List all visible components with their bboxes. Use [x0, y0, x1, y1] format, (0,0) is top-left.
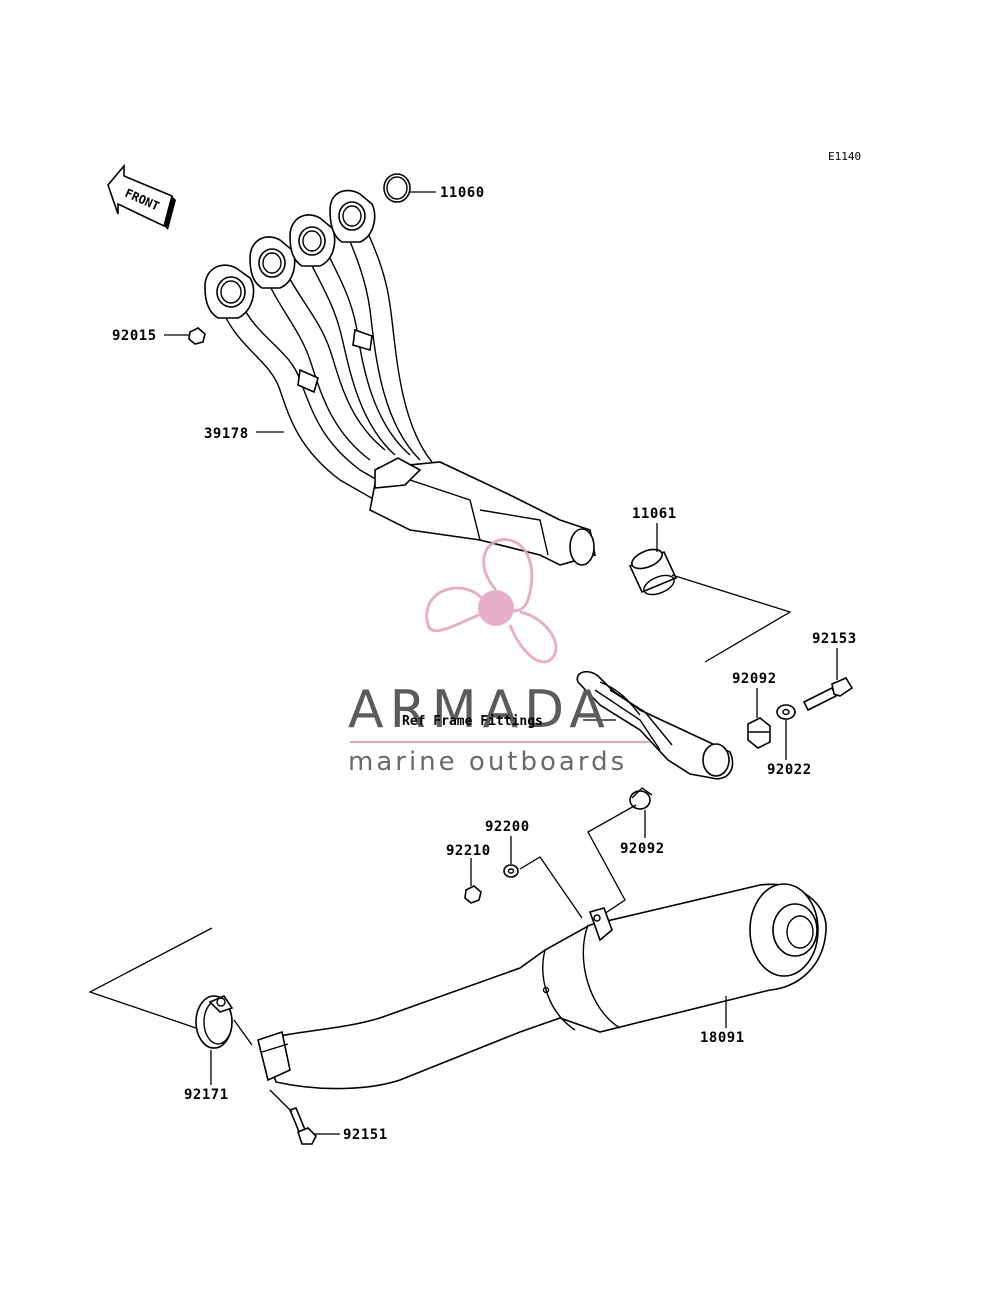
label-92092-upper: 92092	[732, 671, 777, 687]
label-92200: 92200	[485, 819, 530, 835]
reference-line-upper	[671, 574, 792, 663]
gasket-11060[interactable]	[383, 173, 411, 203]
damper-92092-lower[interactable]	[629, 787, 653, 810]
clamp-link-line	[233, 1019, 253, 1046]
label-11061: 11061	[632, 506, 677, 522]
nut-92015[interactable]	[188, 327, 206, 345]
watermark-name: ARMADA	[348, 680, 611, 740]
mount-line-b	[519, 856, 583, 919]
clamp-92171[interactable]	[195, 995, 234, 1049]
damper-92092-upper[interactable]	[747, 717, 771, 749]
label-92151: 92151	[343, 1127, 388, 1143]
bolt-92153[interactable]	[802, 676, 854, 712]
washer-92022[interactable]	[776, 704, 796, 720]
label-39178: 39178	[204, 426, 249, 442]
label-92092-lower: 92092	[620, 841, 665, 857]
bolt-92151[interactable]	[288, 1107, 317, 1145]
muffler-bracket[interactable]	[576, 670, 734, 780]
label-92171: 92171	[184, 1087, 229, 1103]
diagram-code: E1140	[828, 150, 861, 163]
ref-frame-fittings-note: Ref Frame Fittings	[402, 714, 543, 729]
exhaust-header-39178[interactable]	[204, 189, 596, 566]
label-92015: 92015	[112, 328, 157, 344]
front-arrow-icon: FRONT	[107, 163, 176, 230]
reference-line-lower	[88, 927, 213, 1029]
watermark-subtitle: marine outboards	[348, 747, 627, 777]
label-18091: 18091	[700, 1030, 745, 1046]
mount-line-a	[587, 804, 637, 915]
bolt-link-line	[269, 1089, 293, 1113]
label-92022: 92022	[767, 762, 812, 778]
collar-92200[interactable]	[503, 864, 519, 878]
armada-logo-icon	[425, 538, 558, 664]
gasket-11061[interactable]	[628, 546, 678, 599]
label-92153: 92153	[812, 631, 857, 647]
label-92210: 92210	[446, 843, 491, 859]
muffler-18091[interactable]	[257, 883, 827, 1090]
label-11060: 11060	[440, 185, 485, 201]
nut-92210[interactable]	[464, 885, 482, 904]
